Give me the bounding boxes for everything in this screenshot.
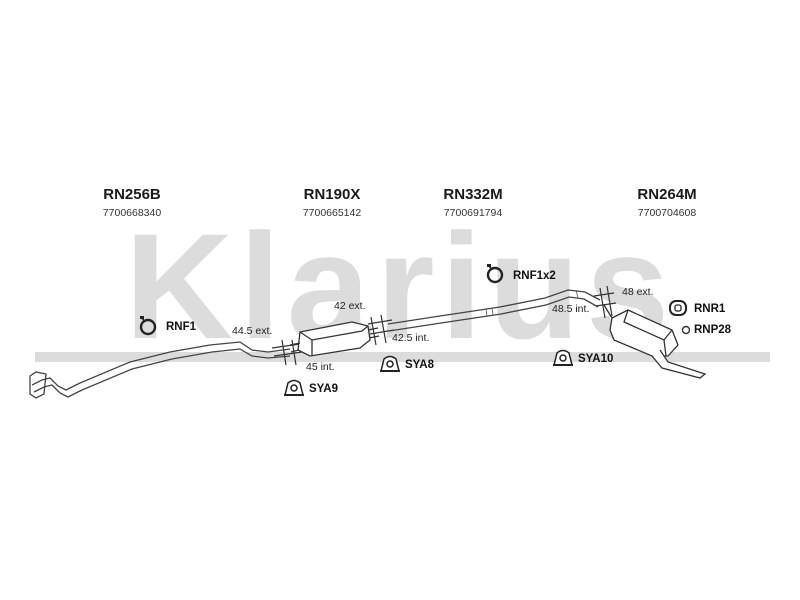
dimension-1-ext: 44.5 ext. (232, 325, 273, 337)
part-number-rear-silencer: 7700704608 (637, 207, 697, 219)
clamp-1 (271, 339, 303, 366)
dimension-1-int: 45 int. (306, 361, 335, 373)
front-flange (29, 371, 47, 399)
small-clamp-icon (681, 325, 691, 335)
front-pipe (31, 341, 291, 391)
clamp-3 (593, 285, 617, 319)
accessory-rnr1-label: RNR1 (694, 303, 726, 315)
rubber-mount-icon (380, 355, 400, 372)
part-number-intermediate-pipe: 7700691794 (443, 207, 503, 219)
accessory-rnf1-label: RNF1 (166, 321, 197, 333)
centre-silencer (289, 321, 380, 357)
accessory-sya9-label: SYA9 (309, 383, 338, 395)
accessory-sya8-label: SYA8 (405, 359, 434, 371)
accessory-sya10-label: SYA10 (578, 353, 614, 365)
part-number-centre-silencer: 7700665142 (302, 207, 362, 219)
watermark-text: Klarius (125, 202, 676, 370)
intermediate-pipe (387, 289, 601, 332)
rear-silencer (603, 304, 707, 379)
clamp-2 (367, 314, 395, 346)
part-number-front-pipe: 7700668340 (102, 207, 162, 219)
dimension-2-int: 42.5 int. (392, 332, 430, 344)
rubber-mount-icon (284, 379, 304, 396)
accessory-rnf1x2-label: RNF1x2 (513, 270, 556, 282)
dimension-3-ext: 48 ext. (622, 286, 654, 298)
dimension-3-int: 48.5 int. (552, 303, 590, 315)
watermark-underline (35, 352, 770, 362)
part-code-centre-silencer: RN190X (303, 186, 361, 203)
rubber-mount-icon (553, 349, 573, 366)
part-code-intermediate-pipe: RN332M (443, 186, 503, 203)
part-code-front-pipe: RN256B (103, 186, 161, 203)
part-code-rear-silencer: RN264M (637, 186, 697, 203)
rubber-ring-icon (669, 300, 687, 316)
ring-clamp-icon (139, 316, 157, 336)
ring-clamp-icon (486, 264, 504, 284)
dimension-2-ext: 42 ext. (334, 300, 366, 312)
accessory-rnp28-label: RNP28 (694, 324, 732, 336)
